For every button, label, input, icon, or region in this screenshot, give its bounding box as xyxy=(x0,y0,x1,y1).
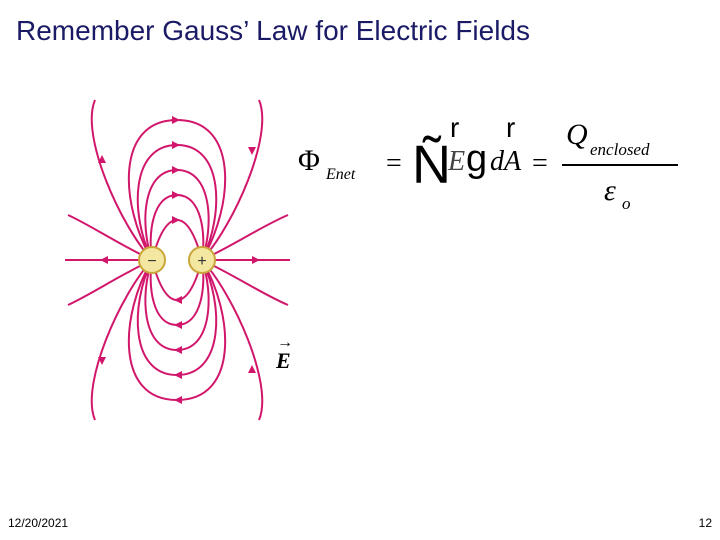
negative-charge-symbol: − xyxy=(147,253,156,270)
field-arrow xyxy=(98,155,106,163)
positive-charge-symbol: + xyxy=(197,253,206,270)
slide-title: Remember Gauss’ Law for Electric Fields xyxy=(16,15,531,46)
vector-marker-1: r xyxy=(450,112,460,143)
field-arrow xyxy=(174,346,182,354)
field-arrow xyxy=(174,371,182,379)
slide-date: 12/20/2021 xyxy=(8,516,69,530)
gauss-law-equation: Φ Enet = Ñ r r E g dA = Q enclosed ε o xyxy=(290,110,690,220)
field-arrow xyxy=(98,357,106,365)
field-line xyxy=(201,259,264,421)
dot-glyph: g xyxy=(466,138,488,180)
field-arrow xyxy=(248,147,256,155)
fraction-bar xyxy=(562,164,678,166)
flux-symbol: Φ xyxy=(298,144,320,177)
e-field-variable: E xyxy=(448,146,466,177)
field-vector-label: → E xyxy=(276,334,293,373)
field-arrow xyxy=(174,296,182,304)
charge-subscript: enclosed xyxy=(590,140,650,159)
field-line xyxy=(90,99,153,261)
vector-arrow-icon: → xyxy=(277,334,293,351)
loop-integral-glyph: Ñ xyxy=(412,135,451,195)
field-arrow xyxy=(172,191,180,199)
field-line xyxy=(90,259,153,421)
vector-marker-2: r xyxy=(506,112,516,143)
area-element: dA xyxy=(490,146,522,177)
field-arrow xyxy=(174,321,182,329)
field-arrow xyxy=(252,256,260,264)
field-arrow xyxy=(172,141,180,149)
permittivity-symbol: ε xyxy=(604,174,616,207)
field-arrow xyxy=(172,216,180,224)
dipole-field-diagram: − + xyxy=(65,99,290,421)
field-arrow xyxy=(174,396,182,404)
permittivity-subscript: o xyxy=(622,194,631,213)
equals-2: = xyxy=(532,148,548,179)
field-line xyxy=(201,99,264,261)
field-arrow xyxy=(172,166,180,174)
charge-numerator: Q xyxy=(566,118,588,151)
positive-charge xyxy=(188,246,216,274)
negative-charge xyxy=(138,246,166,274)
field-arrow xyxy=(248,365,256,373)
field-arrow xyxy=(100,256,108,264)
field-arrow xyxy=(172,116,180,124)
slide-page-number: 12 xyxy=(698,516,712,530)
flux-subscript: Enet xyxy=(326,166,356,183)
equals-1: = xyxy=(386,148,402,179)
